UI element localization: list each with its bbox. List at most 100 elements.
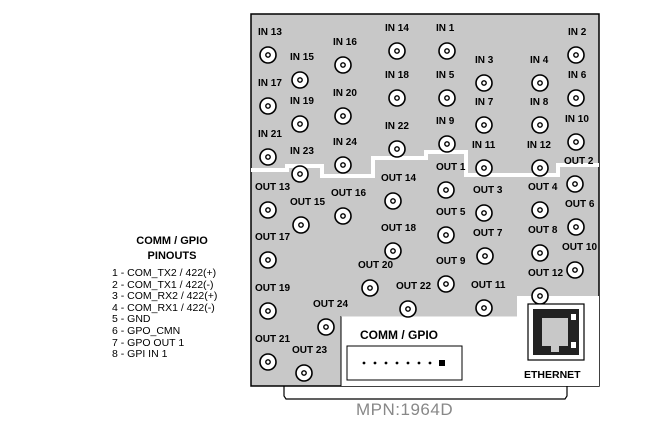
input-connector-label: IN 11 — [472, 140, 496, 151]
input-connector-bnc-pin — [537, 165, 543, 171]
input-connector-bnc-pin — [444, 95, 450, 101]
input-connector-bnc-pin — [537, 80, 543, 86]
output-connector-bnc-pin — [390, 198, 396, 204]
input-connector-label: IN 5 — [436, 70, 455, 81]
output-connector-bnc-pin — [265, 308, 271, 314]
output-connector-bnc-pin — [301, 370, 307, 376]
output-connector-bnc-pin — [340, 213, 346, 219]
pin-dot — [395, 361, 399, 365]
output-connector-label: OUT 10 — [562, 242, 597, 253]
input-connector-bnc-pin — [573, 139, 579, 145]
pin-1-marker — [439, 360, 445, 366]
output-connector-label: OUT 7 — [473, 228, 503, 239]
output-connector-bnc-pin — [265, 359, 271, 365]
output-connector-bnc-pin — [265, 207, 271, 213]
input-connector-bnc-pin — [265, 52, 271, 58]
pinouts-title-line2: PINOUTS — [147, 250, 197, 262]
output-connector-label: OUT 1 — [436, 162, 466, 173]
input-connector-bnc-pin — [394, 95, 400, 101]
input-connector-label: IN 6 — [568, 70, 587, 81]
input-connector-label: IN 9 — [436, 116, 455, 127]
input-connector-label: IN 23 — [290, 146, 314, 157]
input-connector-label: IN 2 — [568, 27, 587, 38]
output-connector-label: OUT 24 — [313, 299, 348, 310]
pin-entry: 4 - COM_RX1 / 422(-) — [112, 301, 215, 314]
ethernet-led-icon — [571, 342, 576, 348]
input-connector-label: IN 22 — [385, 121, 409, 132]
pin-dot — [406, 361, 410, 365]
output-connector-bnc-pin — [481, 210, 487, 216]
input-connector-bnc-pin — [340, 113, 346, 119]
ethernet-led-icon — [571, 314, 576, 320]
output-connector-label: OUT 22 — [396, 281, 431, 292]
output-connector-bnc-pin — [573, 224, 579, 230]
output-connector-bnc-pin — [443, 232, 449, 238]
ethernet-jack-opening — [542, 318, 568, 346]
pin-entry: 1 - COM_TX2 / 422(+) — [112, 267, 217, 279]
pin-entry: 7 - GPO OUT 1 — [112, 336, 185, 349]
input-connector-bnc-pin — [297, 171, 303, 177]
output-connector-bnc-pin — [390, 248, 396, 254]
input-connector-bnc-pin — [444, 48, 450, 54]
output-connector-label: OUT 23 — [292, 345, 327, 356]
pin-entry: 6 - GPO_CMN — [112, 324, 181, 337]
output-connector-label: OUT 17 — [255, 232, 290, 243]
output-connector-label: OUT 2 — [564, 156, 594, 167]
output-connector-bnc-pin — [572, 181, 578, 187]
output-connector-label: OUT 5 — [436, 207, 466, 218]
input-connector-label: IN 12 — [527, 140, 551, 151]
input-connector-bnc-pin — [297, 77, 303, 83]
input-connector-bnc-pin — [444, 141, 450, 147]
comm-gpio-label: COMM / GPIO — [360, 328, 438, 342]
input-connector-label: IN 10 — [565, 114, 589, 125]
input-connector-bnc-pin — [394, 146, 400, 152]
input-connector-label: IN 7 — [475, 97, 494, 108]
input-connector-label: IN 19 — [290, 96, 314, 107]
input-connector-label: IN 3 — [475, 55, 494, 66]
output-connector-label: OUT 11 — [471, 280, 506, 291]
input-connector-label: IN 1 — [436, 23, 455, 34]
output-connector-label: OUT 18 — [381, 223, 416, 234]
output-connector-bnc-pin — [572, 267, 578, 273]
input-connector-bnc-pin — [573, 52, 579, 58]
output-connector-bnc-pin — [265, 257, 271, 263]
pin-dot — [362, 361, 366, 365]
ethernet-label: ETHERNET — [524, 369, 581, 381]
mpn-label: MPN:1964D — [356, 400, 454, 419]
input-connector-label: IN 17 — [258, 78, 282, 89]
output-connector-bnc-pin — [481, 305, 487, 311]
output-connector-label: OUT 20 — [358, 260, 393, 271]
input-connector-label: IN 13 — [258, 27, 282, 38]
output-connector-label: OUT 21 — [255, 334, 290, 345]
output-connector-bnc-pin — [323, 324, 329, 330]
pin-entry: 3 - COM_RX2 / 422(+) — [112, 290, 218, 303]
output-connector-label: OUT 6 — [565, 199, 595, 210]
output-connector-label: OUT 19 — [255, 283, 290, 294]
comm-gpio-pins — [362, 360, 445, 366]
input-connector-bnc-pin — [340, 162, 346, 168]
mounting-bracket — [283, 386, 568, 400]
output-connector-bnc-pin — [482, 253, 488, 259]
pin-dot — [428, 361, 432, 365]
input-connector-bnc-pin — [265, 103, 271, 109]
pin-entry: 5 - GND — [112, 313, 151, 326]
pinouts-legend: COMM / GPIO PINOUTS 1 - COM_TX2 / 422(+)… — [112, 234, 252, 361]
output-connector-label: OUT 12 — [528, 268, 563, 279]
input-connector-bnc-pin — [481, 122, 487, 128]
input-connector-bnc-pin — [297, 121, 303, 127]
output-connector-bnc-pin — [443, 281, 449, 287]
output-connector-bnc-pin — [298, 222, 304, 228]
input-connector-label: IN 14 — [385, 23, 409, 34]
output-connector-label: OUT 15 — [290, 197, 325, 208]
output-connector-label: OUT 8 — [528, 225, 558, 236]
input-connector-bnc-pin — [481, 80, 487, 86]
ethernet-latch — [551, 346, 559, 352]
input-connector-bnc-pin — [481, 165, 487, 171]
input-connector-bnc-pin — [340, 62, 346, 68]
pinouts-title: COMM / GPIO PINOUTS — [112, 234, 232, 264]
output-connector-bnc-pin — [405, 306, 411, 312]
input-connector-label: IN 16 — [333, 37, 357, 48]
output-connector-label: OUT 16 — [331, 188, 366, 199]
